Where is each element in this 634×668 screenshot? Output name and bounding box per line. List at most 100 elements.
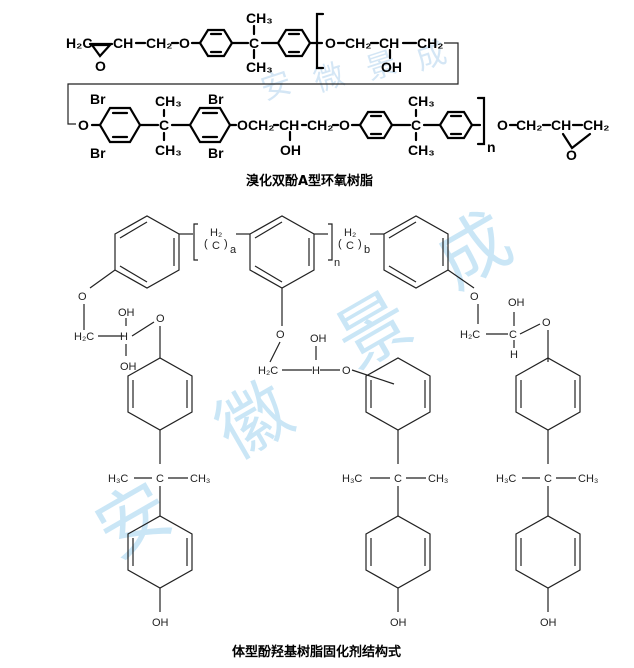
benzene-ring bbox=[249, 215, 315, 289]
atom-label: Br bbox=[90, 145, 106, 161]
atom-label: CH bbox=[379, 35, 399, 51]
atom-label: C bbox=[411, 117, 421, 133]
bisphenol-unit: C H₃C CH₃ OH bbox=[342, 357, 448, 629]
atom-label: O bbox=[276, 329, 285, 341]
atom-label: CH₃ bbox=[578, 473, 598, 485]
benzene-ring bbox=[365, 515, 431, 589]
repeat-bracket bbox=[476, 96, 486, 146]
repeat-subscript: n bbox=[487, 139, 496, 155]
atom-label: OH bbox=[390, 617, 407, 629]
atom-label: C bbox=[544, 473, 552, 485]
atom-label: O bbox=[342, 365, 351, 377]
atom-label: H₃C bbox=[342, 473, 362, 485]
repeat-subscript: b bbox=[364, 244, 370, 256]
repeat-subscript: n bbox=[334, 257, 340, 269]
atom-label: H₂C bbox=[460, 329, 480, 341]
atom-label: ( bbox=[204, 238, 208, 250]
atom-label: O bbox=[78, 117, 89, 133]
atom-label: CH₂ bbox=[307, 117, 333, 133]
atom-label: CH₂ bbox=[146, 35, 172, 51]
atom-label: OH bbox=[310, 333, 327, 345]
atom-label: CH₂ bbox=[417, 35, 443, 51]
atom-label: O bbox=[78, 291, 87, 303]
atom-label: H₂C bbox=[74, 331, 94, 343]
watermark-char: 徽 bbox=[202, 366, 306, 475]
atom-label: OH bbox=[152, 617, 169, 629]
atom-label: O bbox=[470, 291, 479, 303]
atom-label: CH₃ bbox=[190, 473, 210, 485]
atom-label: H₂C bbox=[66, 35, 92, 51]
atom-label: CH bbox=[279, 117, 299, 133]
atom-label: O bbox=[95, 58, 106, 74]
atom-label: C bbox=[509, 329, 517, 341]
atom-label: H bbox=[120, 331, 128, 343]
bottom-caption: 体型酚羟基树脂固化剂结构式 bbox=[232, 644, 401, 660]
atom-label: H bbox=[510, 349, 518, 361]
benzene-ring bbox=[515, 357, 581, 431]
atom-label: CH₃ bbox=[408, 93, 435, 109]
atom-label: O bbox=[339, 117, 350, 133]
atom-label: ( bbox=[338, 238, 342, 250]
atom-label: OH bbox=[280, 142, 301, 158]
atom-label: O bbox=[156, 313, 165, 325]
atom-label: H₃C bbox=[108, 473, 128, 485]
atom-label: Br bbox=[90, 91, 106, 107]
phenolic-hardener-structure: ( H₂ C ) a n ( H₂ C ) b O H₂C H OH OH bbox=[74, 215, 598, 660]
atom-label: C bbox=[159, 117, 169, 133]
atom-label: H₂ bbox=[210, 227, 222, 239]
atom-label: CH bbox=[113, 35, 133, 51]
atom-label: CH₂ bbox=[345, 35, 371, 51]
bisphenol-unit: C H₃C CH₃ OH bbox=[496, 357, 598, 629]
atom-label: H₃C bbox=[496, 473, 516, 485]
atom-label: CH₂ bbox=[248, 117, 274, 133]
atom-label: C bbox=[249, 35, 259, 51]
watermark-char: 景 bbox=[322, 276, 426, 385]
atom-label: CH₂ bbox=[516, 117, 542, 133]
atom-label: CH₃ bbox=[155, 93, 182, 109]
atom-label: CH₃ bbox=[246, 59, 273, 75]
repeat-subscript: a bbox=[230, 244, 237, 256]
bisphenol-unit: C H₃C CH₃ OH bbox=[108, 357, 210, 629]
atom-label: CH₃ bbox=[246, 10, 273, 26]
atom-label: ) bbox=[224, 238, 228, 250]
atom-label: CH₃ bbox=[428, 473, 448, 485]
watermark-char: 微 bbox=[310, 57, 349, 100]
epoxide-ring bbox=[561, 132, 592, 150]
atom-label: Br bbox=[208, 91, 224, 107]
atom-label: OH bbox=[508, 297, 525, 309]
atom-label: OH bbox=[120, 361, 137, 373]
benzene-ring bbox=[127, 357, 193, 431]
atom-label: O bbox=[542, 317, 551, 329]
atom-label: H₂C bbox=[258, 365, 278, 377]
brominated-bpa-epoxy-structure: H₂C O CH CH₂ O C CH₃ CH₃ O CH₂ CH OH bbox=[66, 10, 609, 189]
top-caption: 溴化双酚A型环氧树脂 bbox=[246, 173, 373, 189]
atom-label: C bbox=[394, 473, 402, 485]
repeat-bracket bbox=[315, 12, 325, 70]
atom-label: O bbox=[566, 147, 577, 163]
atom-label: OH bbox=[118, 307, 135, 319]
benzene-ring bbox=[127, 515, 193, 589]
atom-label: Br bbox=[208, 145, 224, 161]
atom-label: OH bbox=[540, 617, 557, 629]
benzene-ring bbox=[114, 215, 180, 289]
atom-label: CH₃ bbox=[155, 142, 182, 158]
atom-label: O bbox=[179, 35, 190, 51]
atom-label: C bbox=[212, 240, 220, 252]
atom-label: C bbox=[346, 240, 354, 252]
atom-label: O bbox=[325, 35, 336, 51]
atom-label: ) bbox=[358, 238, 362, 250]
repeat-bracket bbox=[328, 223, 333, 261]
atom-label: H₂ bbox=[344, 227, 356, 239]
atom-label: O bbox=[237, 117, 248, 133]
repeat-bracket bbox=[193, 223, 198, 261]
atom-label: OH bbox=[381, 59, 402, 75]
atom-label: C bbox=[156, 473, 164, 485]
epoxide-ring bbox=[89, 43, 113, 58]
atom-label: H bbox=[312, 365, 320, 377]
chain-connector bbox=[67, 42, 459, 125]
atom-label: CH₃ bbox=[408, 142, 435, 158]
benzene-ring bbox=[365, 357, 431, 431]
atom-label: CH bbox=[551, 117, 571, 133]
benzene-ring bbox=[515, 515, 581, 589]
